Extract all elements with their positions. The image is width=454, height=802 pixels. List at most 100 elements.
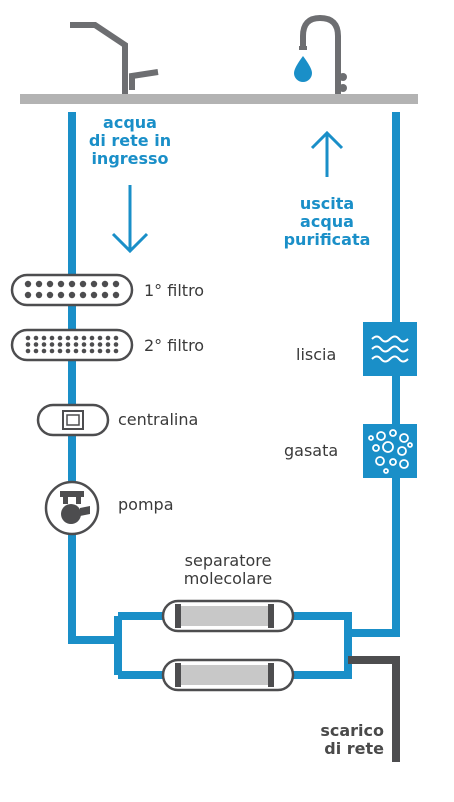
separator-label-line: separatore [184,551,272,570]
bubble [372,444,380,452]
filter-dot [65,342,71,347]
bubbles-icon [363,424,417,478]
filter-dot [90,280,98,288]
bubble [407,442,413,448]
filter-dot [105,342,111,347]
filter-dot [57,291,65,299]
filter-dot [49,342,55,347]
still-water-label: liscia [296,345,337,364]
filter-dot [89,348,95,354]
filter-dot [101,280,109,288]
filter-dot [57,348,63,354]
filter-dot [97,342,103,347]
outlet-label-line: uscita [299,194,355,213]
filter-1-icon [10,273,134,307]
waves-icon [363,322,417,376]
filter-dot [41,335,47,341]
filter-2-icon [10,328,134,362]
inlet-label-line: acqua [103,113,157,132]
separator-label-line: molecolare [183,569,273,588]
filter-2-label: 2° filtro [144,336,205,355]
filter-dot [105,335,111,341]
filter-dot [79,280,87,288]
filter-dot [25,335,31,341]
drain-pipe [348,656,400,762]
filter-dot [65,335,71,341]
bubble [375,456,385,466]
filter-dot [24,291,32,299]
bubble [376,431,386,441]
filter-dot [57,335,63,341]
filter-dot [89,342,95,347]
filter-dot [41,348,47,354]
filter-dot [81,348,87,354]
filter-dot [97,335,103,341]
filter-dot [49,348,55,354]
filter-dot [46,291,54,299]
outlet-label-line: purificata [283,230,371,249]
filter-dot [57,342,63,347]
arrow-down-icon [111,185,149,254]
drain-label: scarico di rete [300,722,384,758]
filter-dot [33,342,39,347]
bubble [368,435,374,441]
control-unit-label: centralina [118,410,199,429]
filter-dot [25,342,31,347]
filter-dot [46,280,54,288]
separator-membrane-top [161,599,295,633]
filter-dot [97,348,103,354]
bubble [383,468,389,474]
filter-dot [33,348,39,354]
outlet-label-line: acqua [300,212,354,231]
filter-dot [79,291,87,299]
filter-dot [113,348,119,354]
filter-dot [73,335,79,341]
filter-dot [25,348,31,354]
bubble [399,459,409,469]
filter-dot [49,335,55,341]
filter-dot [113,335,119,341]
filter-dot [68,291,76,299]
filter-dot [41,342,47,347]
pump-icon [44,480,100,536]
bubble [399,433,409,443]
bubble [382,441,394,453]
separator-membrane-bottom [161,658,295,692]
faucet-with-drop-icon [294,14,347,94]
drain-label-line: scarico [320,721,384,740]
filter-dot [81,342,87,347]
filter-dot [35,280,43,288]
filter-dot [24,280,32,288]
arrow-up-icon [310,130,344,177]
mixer-tap-icon [70,22,159,94]
filter-dot [57,280,65,288]
filter-dot [81,335,87,341]
filter-dot [73,348,79,354]
filter-dot [35,291,43,299]
filter-dot [112,280,120,288]
filter-dot [105,348,111,354]
bubble [389,458,397,466]
separator-label: separatore molecolare [160,552,296,588]
pump-label: pompa [118,495,174,514]
filter-dot [33,335,39,341]
filter-dot [73,342,79,347]
inlet-label: acqua di rete in ingresso [88,114,172,168]
drain-label-line: di rete [324,739,384,758]
filter-dot [101,291,109,299]
inlet-label-line: ingresso [91,149,169,168]
filter-dot [113,342,119,347]
filter-dot [68,280,76,288]
inlet-label-line: di rete in [88,131,172,150]
outlet-label: uscita acqua purificata [282,195,372,249]
filter-dot [89,335,95,341]
sparkling-water-label: gasata [284,441,339,460]
bubble [397,446,407,456]
filter-dot [90,291,98,299]
bubble [389,429,397,437]
filter-dot [65,348,71,354]
filter-dot [112,291,120,299]
filter-1-label: 1° filtro [144,281,205,300]
control-unit-icon [36,403,110,437]
